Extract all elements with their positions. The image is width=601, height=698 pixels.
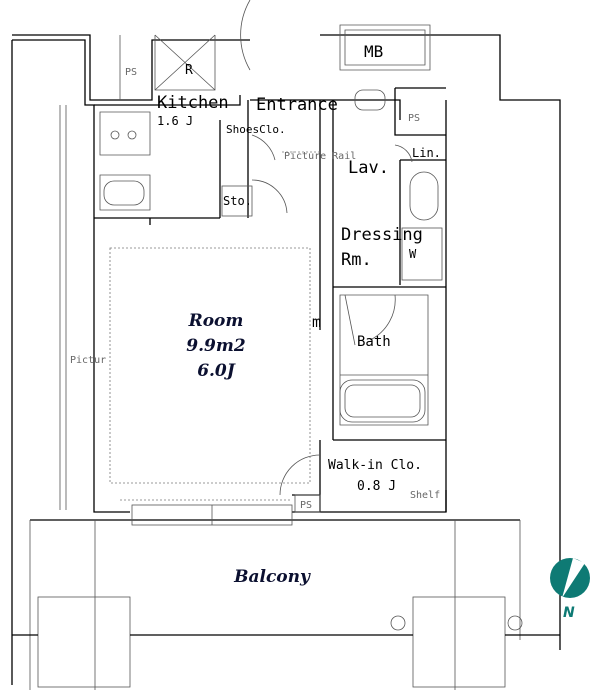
dressing-label: Dressing [341, 225, 423, 245]
north-compass-icon: N [550, 558, 590, 621]
walk-in-closet-label: Walk-in Clo. [328, 458, 422, 473]
walk-in-closet-size: 0.8 J [357, 479, 396, 494]
meter-box-label: MB [364, 42, 383, 61]
kitchen-label: Kitchen [157, 93, 229, 113]
room-size: 6.0J [197, 361, 236, 381]
north-label: N [563, 605, 575, 621]
washer-label: W [409, 247, 417, 261]
shelf-label: Shelf [410, 490, 440, 501]
picture-rail-label: Picture Rail [284, 151, 356, 162]
shoes-closet-label: ShoesClo. [226, 123, 286, 136]
kitchen-size: 1.6 J [157, 114, 193, 128]
lavatory-label: Lav. [348, 158, 389, 178]
storage-label: Sto. [223, 194, 252, 208]
room-area: 9.9m2 [186, 336, 246, 356]
ps-label-bottom: PS [300, 500, 312, 511]
room-fragment-label: m [312, 313, 321, 331]
balcony-label: Balcony [233, 567, 311, 587]
ps-label-left: PS [125, 67, 137, 78]
entrance-label: Entrance [256, 95, 338, 115]
bath-label: Bath [357, 334, 391, 350]
walls [11, 0, 561, 690]
room-label: Room [188, 311, 244, 331]
picture-rail-left-label: Pictur [70, 355, 106, 366]
linen-label: Lin. [412, 146, 441, 160]
dressing-rm-label: Rm. [341, 250, 372, 270]
refrigerator-label: R [185, 63, 193, 78]
ps-label-right: PS [408, 113, 420, 124]
